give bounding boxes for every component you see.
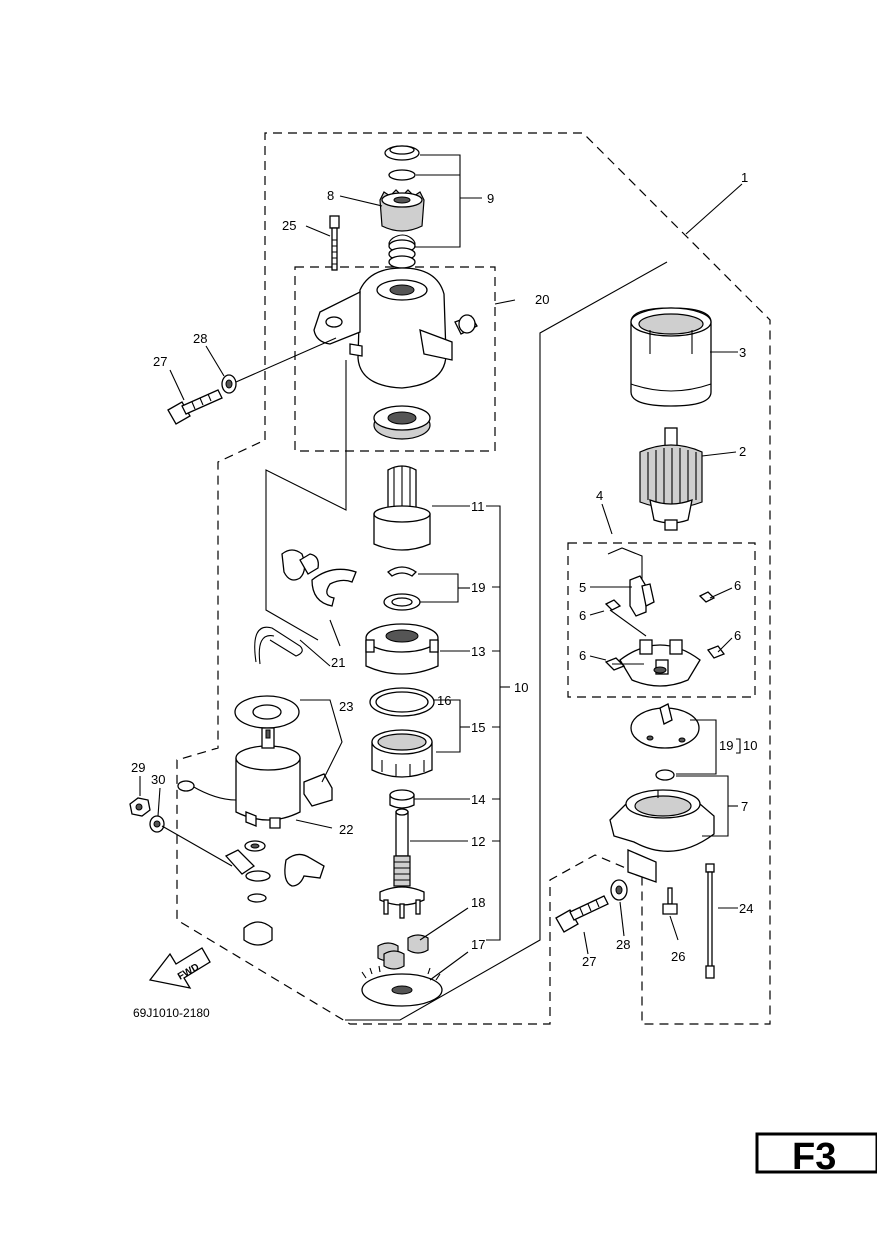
part-9-set [384, 145, 420, 269]
callout-4: 4 [596, 488, 603, 503]
through-bolt-24 [705, 863, 715, 979]
rear-bracket [609, 789, 715, 883]
planet-gears [377, 934, 429, 970]
callout-15: 15 [471, 720, 485, 735]
callout-22: 22 [339, 822, 353, 837]
bolt-27-left [167, 389, 223, 425]
internal-gear-housing [365, 623, 439, 675]
callout-28a: 28 [193, 331, 207, 346]
callout-8: 8 [327, 188, 334, 203]
housing-bearing [373, 405, 431, 440]
callout-labels: 1 2 3 4 5 6 6 6 6 7 8 9 10 10 11 12 13 1… [131, 170, 757, 969]
assembly-20-boundary [294, 266, 496, 452]
callout-3: 3 [739, 345, 746, 360]
plate-19-right [630, 703, 700, 781]
wire-spring-21 [254, 626, 303, 665]
armature [639, 427, 703, 531]
callout-2: 2 [739, 444, 746, 459]
fwd-arrow-icon: FWD [148, 947, 211, 989]
callout-11: 11 [471, 499, 485, 514]
callout-10b: 10 [743, 738, 757, 753]
diagram-code: 69J1010-2180 [133, 1006, 210, 1020]
nut-29 [129, 797, 151, 817]
callout-23: 23 [339, 699, 353, 714]
callout-18: 18 [471, 895, 485, 910]
circlip [388, 169, 416, 181]
washer-28-left [221, 374, 237, 394]
callout-26: 26 [671, 949, 685, 964]
bushing-14 [389, 789, 415, 809]
callout-14: 14 [471, 792, 485, 807]
clip-21 [281, 549, 357, 607]
callout-27b: 27 [582, 954, 596, 969]
starter-relay [177, 727, 301, 829]
page-label-box: F3 [755, 1132, 877, 1178]
screw-26 [662, 887, 678, 915]
bolt-25 [329, 215, 340, 271]
callout-28b: 28 [616, 937, 630, 952]
planetary-shaft [379, 808, 425, 919]
front-housing [313, 267, 478, 389]
callout-10a: 10 [514, 680, 528, 695]
gasket-23 [234, 695, 333, 807]
callout-19b: 19 [719, 738, 733, 753]
internal-gear-15 [371, 729, 433, 778]
assembly-4-boundary [567, 542, 756, 698]
washer-28-right [610, 879, 628, 901]
callout-12: 12 [471, 834, 485, 849]
callout-30: 30 [151, 772, 165, 787]
page-label: F3 [792, 1136, 836, 1178]
callout-6b: 6 [579, 608, 586, 623]
callout-6a: 6 [734, 578, 741, 593]
callout-9: 9 [487, 191, 494, 206]
callout-19a: 19 [471, 580, 485, 595]
pinion-gear [379, 189, 425, 232]
bolt-27-right [555, 895, 609, 933]
callout-25: 25 [282, 218, 296, 233]
callout-21: 21 [331, 655, 345, 670]
callout-13: 13 [471, 644, 485, 659]
callout-1: 1 [741, 170, 748, 185]
callout-16: 16 [437, 693, 451, 708]
relay-hardware [224, 840, 325, 946]
callout-24: 24 [739, 901, 753, 916]
brush-holder-assembly [607, 547, 701, 687]
assembly-boundaries [176, 132, 771, 1025]
yoke [630, 307, 712, 407]
drive-shaft [373, 465, 431, 551]
assembly-10-outline [345, 261, 668, 1021]
callout-17: 17 [471, 937, 485, 952]
callout-6d: 6 [579, 648, 586, 663]
washer-30 [149, 815, 165, 833]
callout-20: 20 [535, 292, 549, 307]
callout-6c: 6 [734, 628, 741, 643]
callout-7: 7 [741, 799, 748, 814]
callout-29: 29 [131, 760, 145, 775]
callout-5: 5 [579, 580, 586, 595]
leader-lines [139, 154, 743, 981]
ring-16 [369, 687, 435, 717]
callout-27a: 27 [153, 354, 167, 369]
clip-washer-19-center [383, 566, 421, 611]
plate-17 [361, 965, 443, 1007]
assembly-1-boundary [176, 132, 771, 1025]
